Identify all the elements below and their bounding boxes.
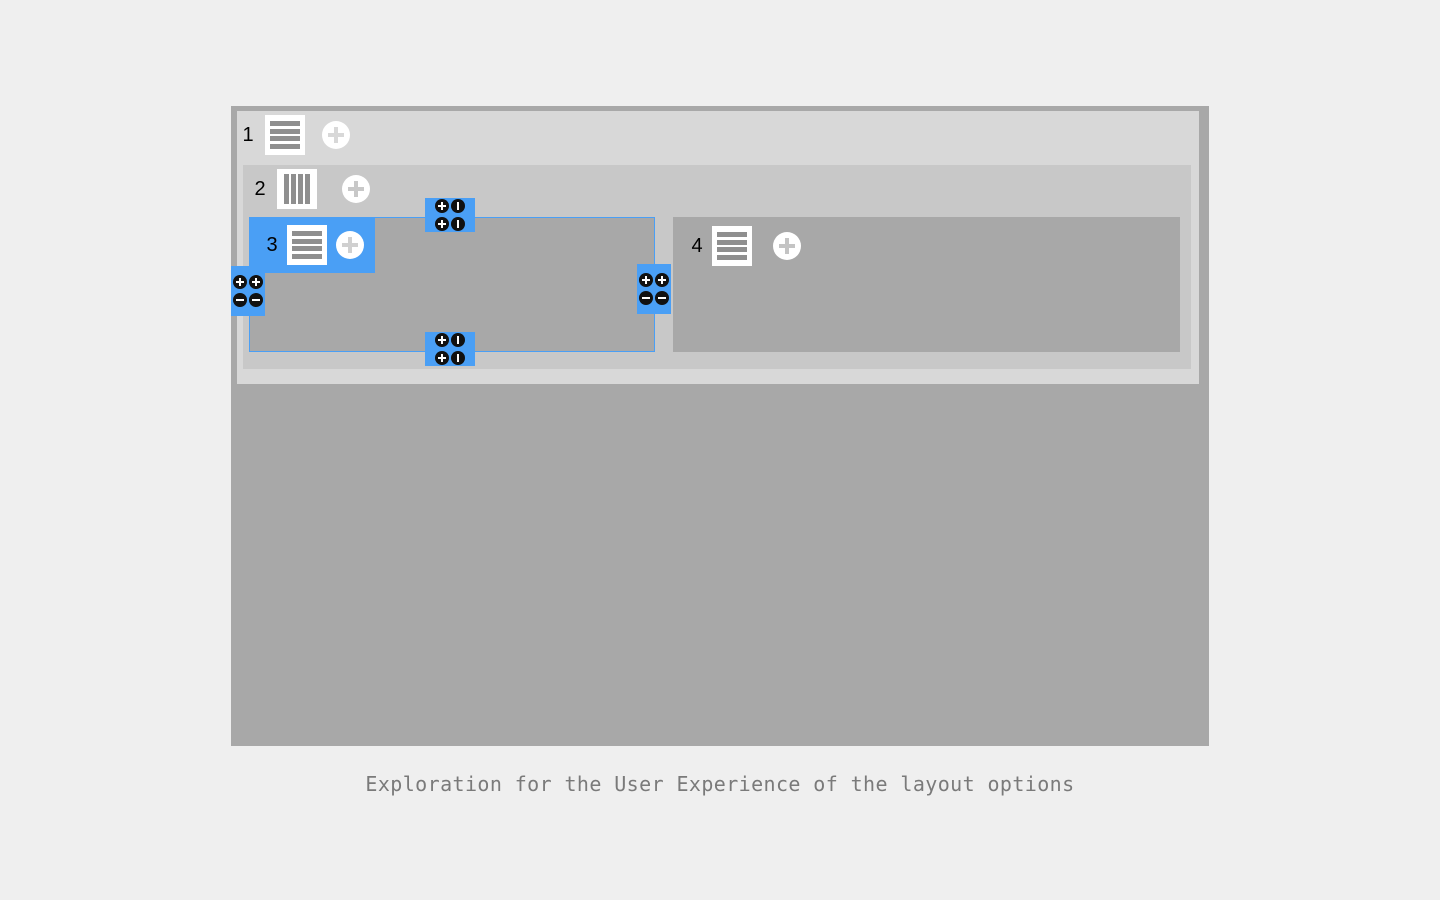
minus-icon[interactable] — [249, 293, 263, 307]
columns-layout-icon[interactable] — [277, 169, 317, 209]
resize-handle-bottom[interactable] — [425, 332, 475, 366]
plus-icon[interactable] — [435, 333, 449, 347]
container-4[interactable] — [673, 217, 1180, 352]
minus-icon[interactable] — [639, 291, 653, 305]
rows-layout-icon[interactable] — [265, 115, 305, 155]
minus-icon[interactable] — [451, 333, 465, 347]
minus-icon[interactable] — [451, 351, 465, 365]
resize-handle-right[interactable] — [637, 264, 671, 314]
plus-icon[interactable] — [435, 199, 449, 213]
minus-icon[interactable] — [233, 293, 247, 307]
container-number: 1 — [242, 123, 254, 146]
container-1-header: 1 — [237, 115, 351, 155]
add-circle-icon[interactable] — [321, 120, 351, 150]
caption-text: Exploration for the User Experience of t… — [365, 772, 1075, 796]
rows-layout-icon[interactable] — [712, 226, 752, 266]
container-number: 3 — [266, 233, 278, 256]
container-2-header: 2 — [249, 169, 371, 209]
container-number: 2 — [254, 177, 266, 200]
plus-icon[interactable] — [435, 351, 449, 365]
container-4-header: 4 — [686, 226, 802, 266]
plus-icon[interactable] — [249, 275, 263, 289]
plus-icon[interactable] — [233, 275, 247, 289]
plus-icon[interactable] — [435, 217, 449, 231]
minus-icon[interactable] — [451, 217, 465, 231]
resize-handle-left[interactable] — [231, 266, 265, 316]
add-circle-icon[interactable] — [341, 174, 371, 204]
resize-handle-top[interactable] — [425, 198, 475, 232]
container-3-header: 3 — [249, 217, 375, 273]
minus-icon[interactable] — [451, 199, 465, 213]
add-circle-icon[interactable] — [772, 231, 802, 261]
plus-icon[interactable] — [655, 273, 669, 287]
rows-layout-icon[interactable] — [287, 225, 327, 265]
add-circle-icon[interactable] — [335, 230, 365, 260]
container-number: 4 — [691, 234, 703, 257]
plus-icon[interactable] — [639, 273, 653, 287]
minus-icon[interactable] — [655, 291, 669, 305]
